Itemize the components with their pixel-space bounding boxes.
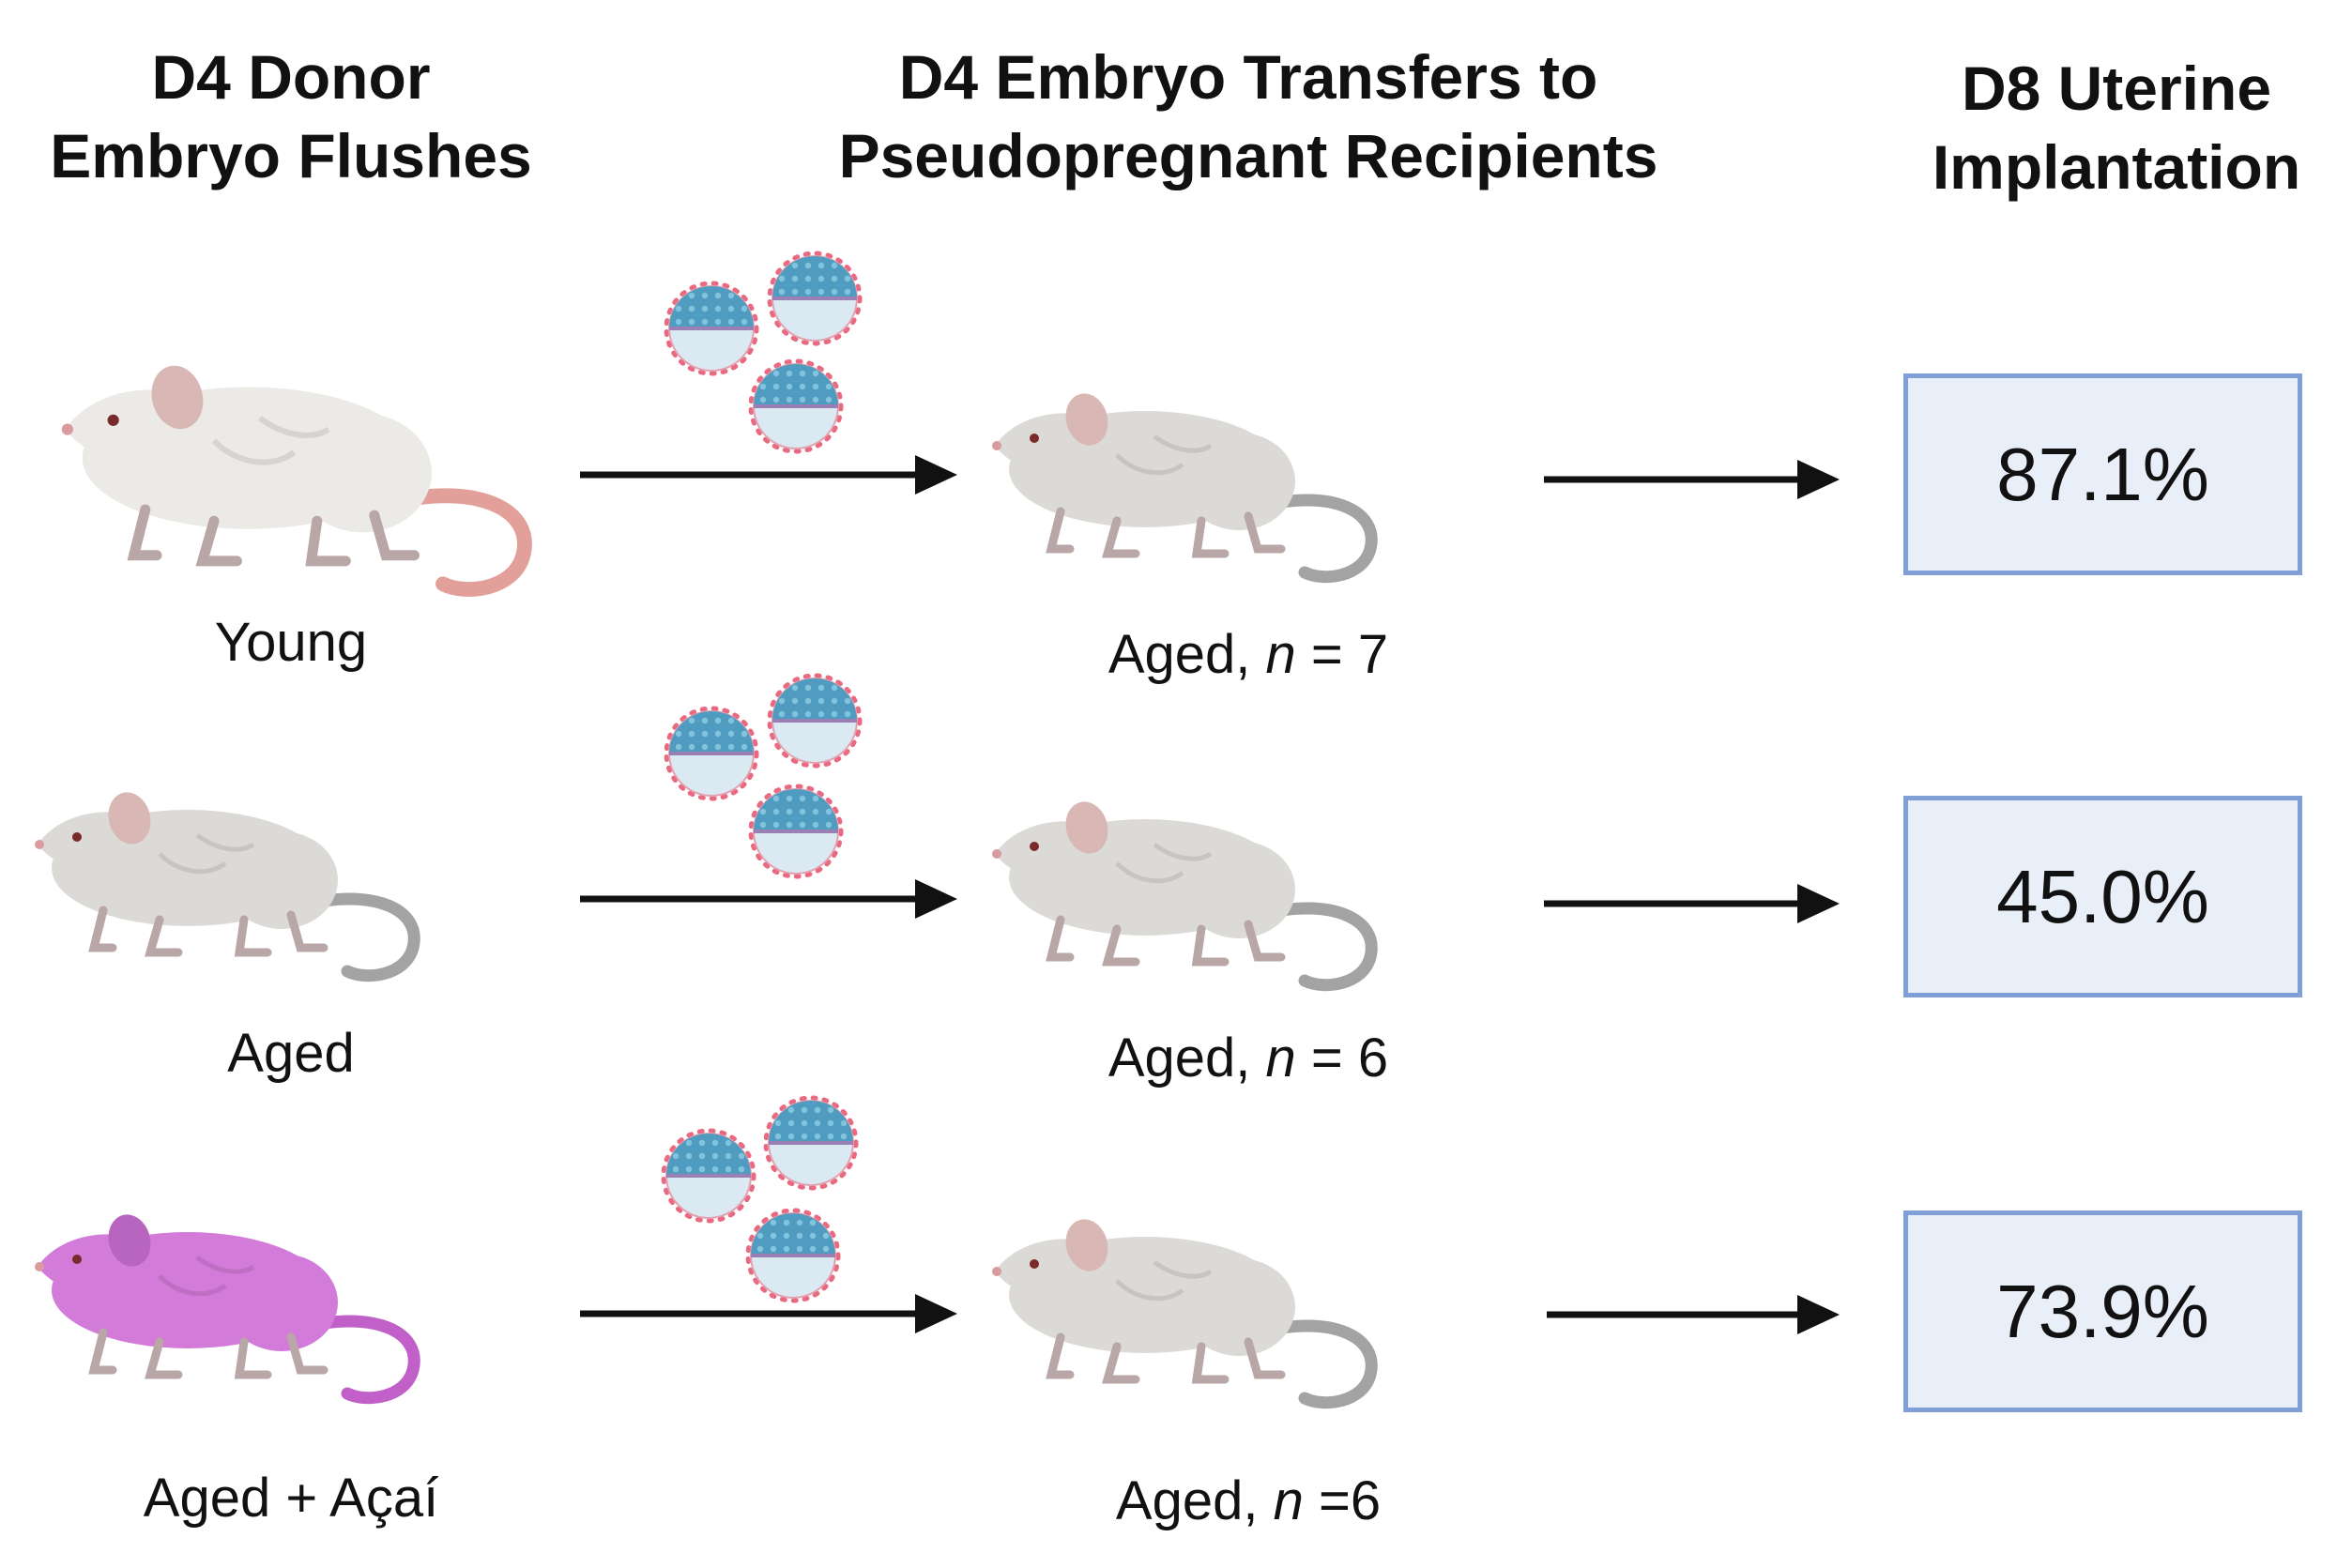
mouse-icon xyxy=(992,393,1378,584)
embryo-cluster-3 xyxy=(664,1098,856,1301)
mouse-icon xyxy=(35,1214,420,1405)
header-transfer: D4 Embryo Transfers to Pseudopregnant Re… xyxy=(770,38,1727,195)
blastocyst-icon xyxy=(666,283,756,373)
n-symbol: n xyxy=(1273,1470,1304,1531)
n-symbol: n xyxy=(1265,624,1296,685)
implantation-rate-box-3: 73.9% xyxy=(1903,1210,2302,1412)
mouse-icon xyxy=(35,792,420,982)
recipient-prefix: Aged, xyxy=(1115,1470,1274,1531)
embryo-cluster-2 xyxy=(666,676,860,876)
header-transfer-line2: Pseudopregnant Recipients xyxy=(838,121,1658,190)
embryo-cluster-1 xyxy=(666,253,860,451)
mouse-icon xyxy=(992,801,1378,992)
recipient-prefix: Aged, xyxy=(1107,1028,1266,1088)
arrows xyxy=(580,455,1840,1334)
recipient-label-2: Aged, n = 6 xyxy=(1004,1026,1492,1091)
header-donor: D4 Donor Embryo Flushes xyxy=(0,38,582,195)
blastocyst-icon xyxy=(770,676,860,766)
recipient-mouse-2 xyxy=(992,801,1378,992)
recipient-suffix: = 7 xyxy=(1295,624,1389,685)
header-donor-line2: Embryo Flushes xyxy=(50,121,532,190)
blastocyst-icon xyxy=(751,786,841,876)
donor-mouse-aged xyxy=(35,792,420,982)
blastocyst-icon xyxy=(666,708,756,799)
donor-label-2: Aged xyxy=(227,1023,355,1084)
donor-mouse-acai xyxy=(35,1214,420,1405)
blastocyst-icon xyxy=(664,1131,754,1221)
recipient-mouse-1 xyxy=(992,393,1378,584)
recipient-suffix: = 6 xyxy=(1295,1028,1389,1088)
blastocyst-icon xyxy=(748,1210,838,1301)
recipient-label-3: Aged, n =6 xyxy=(1004,1469,1492,1534)
implantation-rate-box-1: 87.1% xyxy=(1903,373,2302,575)
recipient-prefix: Aged, xyxy=(1107,624,1266,685)
donor-label-1: Young xyxy=(214,612,368,673)
donor-mouse-young xyxy=(61,365,532,597)
recipient-suffix: =6 xyxy=(1303,1470,1382,1531)
n-symbol: n xyxy=(1265,1028,1296,1088)
blastocyst-icon xyxy=(751,361,841,451)
blastocyst-icon xyxy=(766,1098,856,1188)
header-donor-line1: D4 Donor xyxy=(151,42,431,112)
recipient-mouse-3 xyxy=(992,1219,1378,1409)
mouse-icon xyxy=(992,1219,1378,1409)
recipient-label-1: Aged, n = 7 xyxy=(1004,622,1492,688)
header-implant-line1: D8 Uterine xyxy=(1961,53,2272,123)
donor-label-3: Aged + Açaí xyxy=(143,1468,439,1529)
header-transfer-line1: D4 Embryo Transfers to xyxy=(898,42,1598,112)
header-implant-line2: Implantation xyxy=(1932,132,2301,202)
header-implant: D8 Uterine Implantation xyxy=(1896,49,2337,206)
implantation-rate-box-2: 45.0% xyxy=(1903,796,2302,997)
mouse-icon xyxy=(61,365,532,597)
blastocyst-icon xyxy=(770,253,860,343)
